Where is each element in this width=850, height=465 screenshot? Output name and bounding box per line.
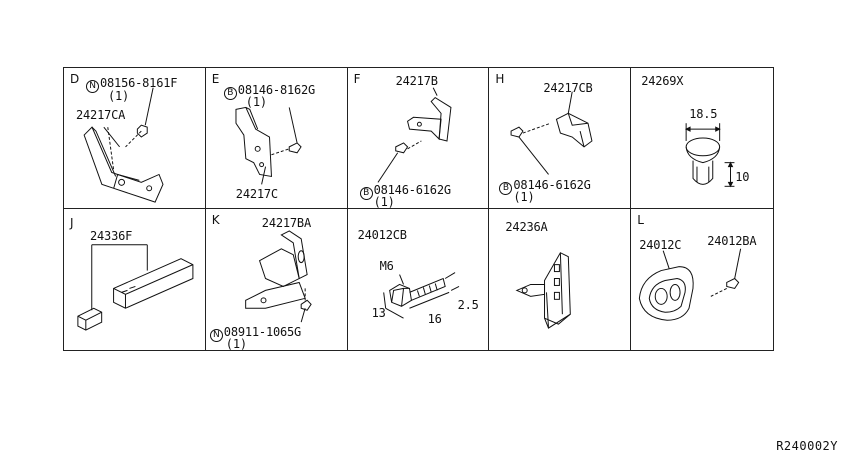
cell-letter: J — [70, 216, 74, 230]
cell-letter: K — [211, 213, 220, 227]
quantity: (1) — [225, 337, 247, 350]
bracket-24217ba-drawing — [244, 230, 312, 323]
part-number: 24217CA — [76, 108, 126, 122]
cell-letter: F — [353, 72, 361, 86]
clip-24269x-drawing — [685, 123, 735, 188]
dimension-width: 18.5 — [689, 107, 718, 121]
part-number: 24012CB — [357, 228, 407, 242]
part-number: 24012BA — [707, 234, 757, 248]
relay-24336f-drawing — [77, 244, 194, 331]
cell-letter: H — [495, 72, 505, 86]
bracket-24217cb-drawing — [510, 91, 593, 175]
part-number: 24236A — [505, 220, 548, 234]
n-mark-icon: N — [209, 329, 223, 342]
part-number: 24336F — [90, 229, 133, 243]
quantity: (1) — [108, 89, 130, 103]
part-number: 24012C — [639, 238, 682, 252]
cell-letter: E — [211, 72, 220, 86]
dimension-tip: 2.5 — [457, 298, 479, 312]
quantity: (1) — [513, 190, 535, 204]
part-number: 24217C — [235, 187, 278, 201]
cell-letter: L — [637, 213, 644, 227]
bracket-24217c-drawing — [235, 106, 302, 185]
dimension-height: 10 — [735, 170, 750, 184]
b-mark-icon: B — [499, 182, 513, 195]
cell-grommet-clip: 24269X 18.5 10 — [631, 68, 773, 209]
bolt-24012cb-drawing — [382, 272, 459, 319]
b-mark-icon: B — [223, 87, 237, 100]
cell-j: J 24336F — [64, 209, 206, 350]
part-number: 24217B — [395, 74, 438, 88]
bracket-24236a-drawing — [515, 252, 572, 329]
bracket-24217b-drawing — [377, 87, 452, 183]
part-number: 24269X — [641, 74, 684, 88]
dimension-head: 13 — [371, 306, 386, 320]
b-mark-icon: B — [359, 187, 373, 200]
quantity: (1) — [245, 95, 267, 109]
part-number: 24217CB — [543, 81, 593, 95]
thread-size: M6 — [379, 259, 394, 273]
diagram-reference-id: R240002Y — [776, 439, 838, 453]
cell-letter: D — [70, 72, 80, 86]
quantity: (1) — [373, 195, 395, 209]
grommet-24012c-drawing — [639, 248, 742, 321]
cell-bracket-24236a: 24236A — [489, 209, 632, 350]
bracket-24217ca-drawing — [83, 87, 164, 203]
cell-bolt: 24012CB M6 2.5 13 16 — [348, 209, 490, 350]
dimension-length: 16 — [427, 312, 442, 326]
part-number: 24217BA — [261, 216, 311, 230]
n-mark-icon: N — [86, 80, 99, 93]
cell-l: L 24012C 24012BA — [631, 209, 773, 350]
